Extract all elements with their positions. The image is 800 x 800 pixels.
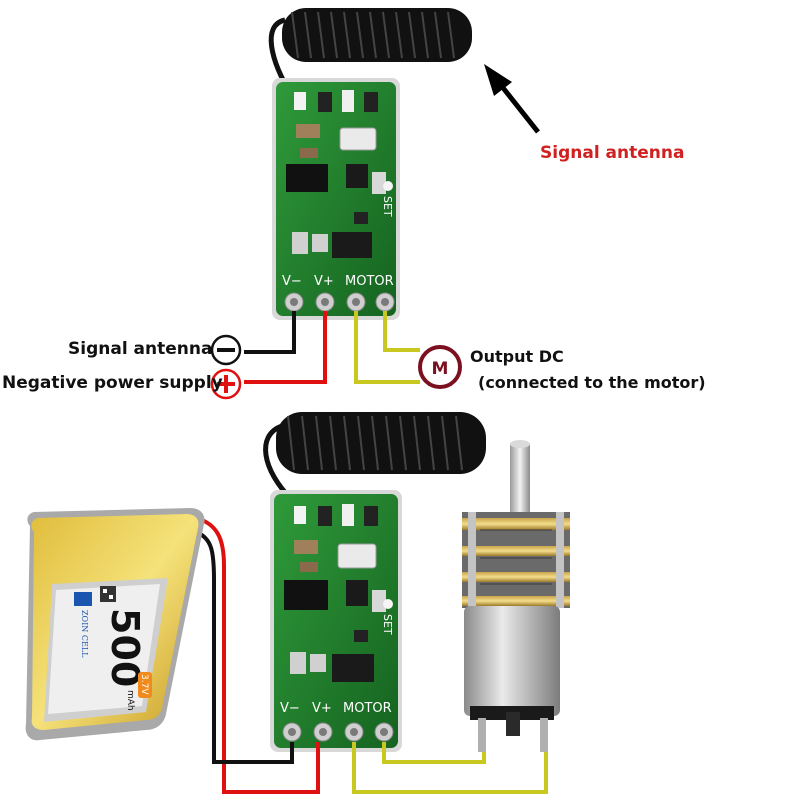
pin-label-vminus: V− — [282, 274, 302, 289]
output-dc-label: Output DC — [470, 347, 564, 366]
pin-label-vplus: V+ — [314, 274, 334, 289]
set-label: SET — [381, 614, 394, 635]
motor-symbol-icon: M — [418, 345, 462, 389]
top-antenna-coil — [268, 8, 472, 98]
pin-label-vplus: V+ — [312, 701, 332, 716]
minus-symbol-icon — [210, 334, 242, 366]
battery-unit: mAh — [125, 690, 135, 711]
plus-symbol-icon — [210, 368, 242, 400]
antenna-arrow — [484, 64, 540, 134]
pin-label-motor: MOTOR — [343, 701, 392, 716]
bottom-receiver-board: V− V+ MOTOR SET — [270, 490, 402, 752]
signal-antenna-left-label: Signal antenna — [68, 339, 213, 359]
bottom-antenna-coil — [263, 412, 486, 502]
gear-motor — [352, 440, 570, 794]
battery-voltage: 3.7V — [139, 674, 149, 695]
battery-brand: ZOIN CELL — [80, 610, 89, 658]
top-wires — [244, 311, 420, 384]
lipo-battery: ZOIN CELL 500 mAh 3.7V — [25, 508, 320, 794]
top-receiver-board: V− V+ MOTOR SET — [272, 78, 400, 320]
motor-symbol-letter: M — [432, 359, 449, 379]
pin-label-motor: MOTOR — [345, 274, 394, 289]
output-dc-note: (connected to the motor) — [478, 373, 706, 392]
pin-label-vminus: V− — [280, 701, 300, 716]
set-label: SET — [381, 196, 394, 217]
signal-antenna-label: Signal antenna — [540, 143, 685, 163]
negative-power-supply-label: Negative power supply — [2, 373, 223, 393]
